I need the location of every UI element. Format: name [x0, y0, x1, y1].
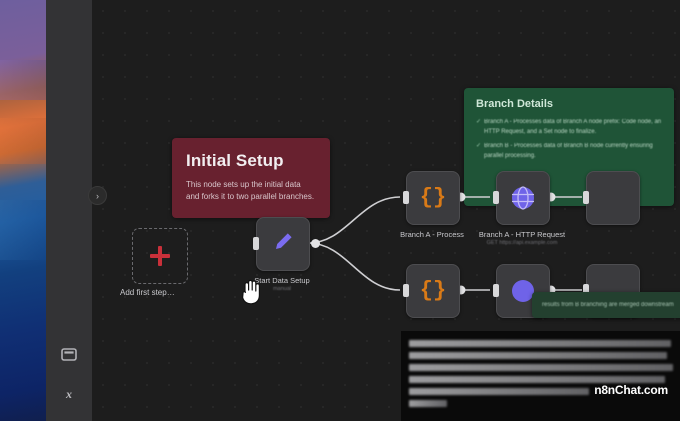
node-sublabel-branch-a-http-request: GET https://api.example.com — [486, 240, 558, 246]
sticky-title: Branch Details — [476, 98, 554, 110]
code-braces-icon: {} — [419, 185, 447, 210]
sticky-text: results from B branching are merged down… — [542, 302, 674, 308]
x-icon[interactable]: x — [60, 385, 78, 403]
input-port[interactable] — [253, 237, 259, 250]
node-sublabel-start-data-setup: manual — [272, 286, 292, 292]
node-label-branch-a-process: Branch A - Process — [400, 230, 464, 239]
sticky-body: This node sets up the initial data and f… — [186, 179, 315, 202]
node-label-start-data-setup: Start Data Setup — [254, 276, 310, 285]
sticky-note-branch-b[interactable]: results from B branching are merged down… — [532, 292, 680, 318]
input-port[interactable] — [493, 284, 499, 297]
desktop-wallpaper — [0, 0, 46, 421]
watermark: n8nChat.com — [594, 383, 668, 397]
input-port[interactable] — [403, 191, 409, 204]
output-port[interactable] — [311, 239, 320, 248]
sticky-bullet-list: Branch A - Processes data of Branch A no… — [464, 118, 674, 161]
globe-http-icon — [510, 185, 536, 211]
subtitle-panel: n8nChat.com — [401, 331, 680, 421]
node-branch-a-http-request[interactable] — [493, 171, 550, 225]
list-item: Branch B - Processes data of Branch B no… — [476, 142, 664, 161]
add-first-step-label: Add first step… — [120, 288, 175, 297]
edit-pencil-icon — [271, 230, 295, 259]
input-port[interactable] — [403, 284, 409, 297]
node-label-branch-a-http-request: Branch A - HTTP Request — [478, 230, 566, 239]
templates-icon[interactable] — [60, 345, 78, 363]
input-port[interactable] — [493, 191, 499, 204]
sticky-note-initial-setup[interactable]: Initial Setup This node sets up the init… — [172, 138, 330, 218]
input-port[interactable] — [583, 191, 589, 204]
add-first-step-node[interactable] — [132, 228, 188, 284]
node-branch-a-process[interactable]: {} — [403, 171, 460, 225]
globe-http-icon — [510, 278, 536, 304]
sticky-title: Initial Setup — [186, 151, 284, 170]
node-branch-a-set[interactable] — [583, 171, 640, 225]
workflow-canvas[interactable]: › Initial Setup This node sets up the in… — [88, 0, 680, 421]
input-port[interactable] — [583, 284, 589, 297]
code-braces-icon: {} — [419, 278, 447, 303]
svg-text:x: x — [65, 387, 72, 401]
app-dock: x — [46, 0, 93, 421]
node-branch-b-process[interactable]: {} — [403, 264, 460, 318]
sidebar-expand-chevron-icon[interactable]: › — [88, 186, 107, 205]
hand-grab-cursor — [240, 276, 266, 306]
list-item: Branch A - Processes data of Branch A no… — [476, 118, 664, 137]
plus-icon — [150, 246, 170, 266]
node-start-data-setup[interactable] — [253, 217, 320, 271]
